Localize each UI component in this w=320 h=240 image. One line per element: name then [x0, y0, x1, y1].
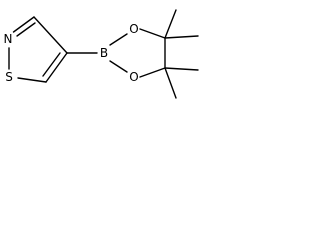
methyl-bond-bottom-down	[164, 67, 177, 99]
methyl-bond-top-up	[164, 9, 177, 39]
bond-c5-s	[17, 77, 47, 83]
atom-label-s: S	[5, 70, 13, 84]
isothiazole-ring	[8, 16, 68, 83]
bond-b-o-bottom	[109, 60, 128, 73]
atom-label-n: N	[4, 32, 13, 46]
methyl-bond-bottom-right	[164, 67, 199, 71]
bond-c4-c5-double	[42, 52, 61, 77]
bond-c4-c5	[45, 52, 68, 83]
dioxaborolane-ring	[109, 28, 166, 78]
bond-o-top-c	[139, 28, 166, 39]
chemical-structure: N S B O O	[4, 9, 199, 99]
methyl-groups	[164, 9, 199, 99]
bond-n-c3-double	[16, 22, 36, 37]
bond-c3-c4	[33, 16, 68, 54]
bond-n-c3	[12, 16, 35, 33]
methyl-bond-top-right	[164, 35, 199, 39]
atom-label-o-top: O	[129, 22, 138, 36]
atom-label-o-bottom: O	[129, 70, 138, 84]
atom-label-b: B	[100, 46, 108, 60]
bond-o-bottom-c	[139, 67, 166, 78]
bond-b-o-top	[109, 33, 128, 46]
